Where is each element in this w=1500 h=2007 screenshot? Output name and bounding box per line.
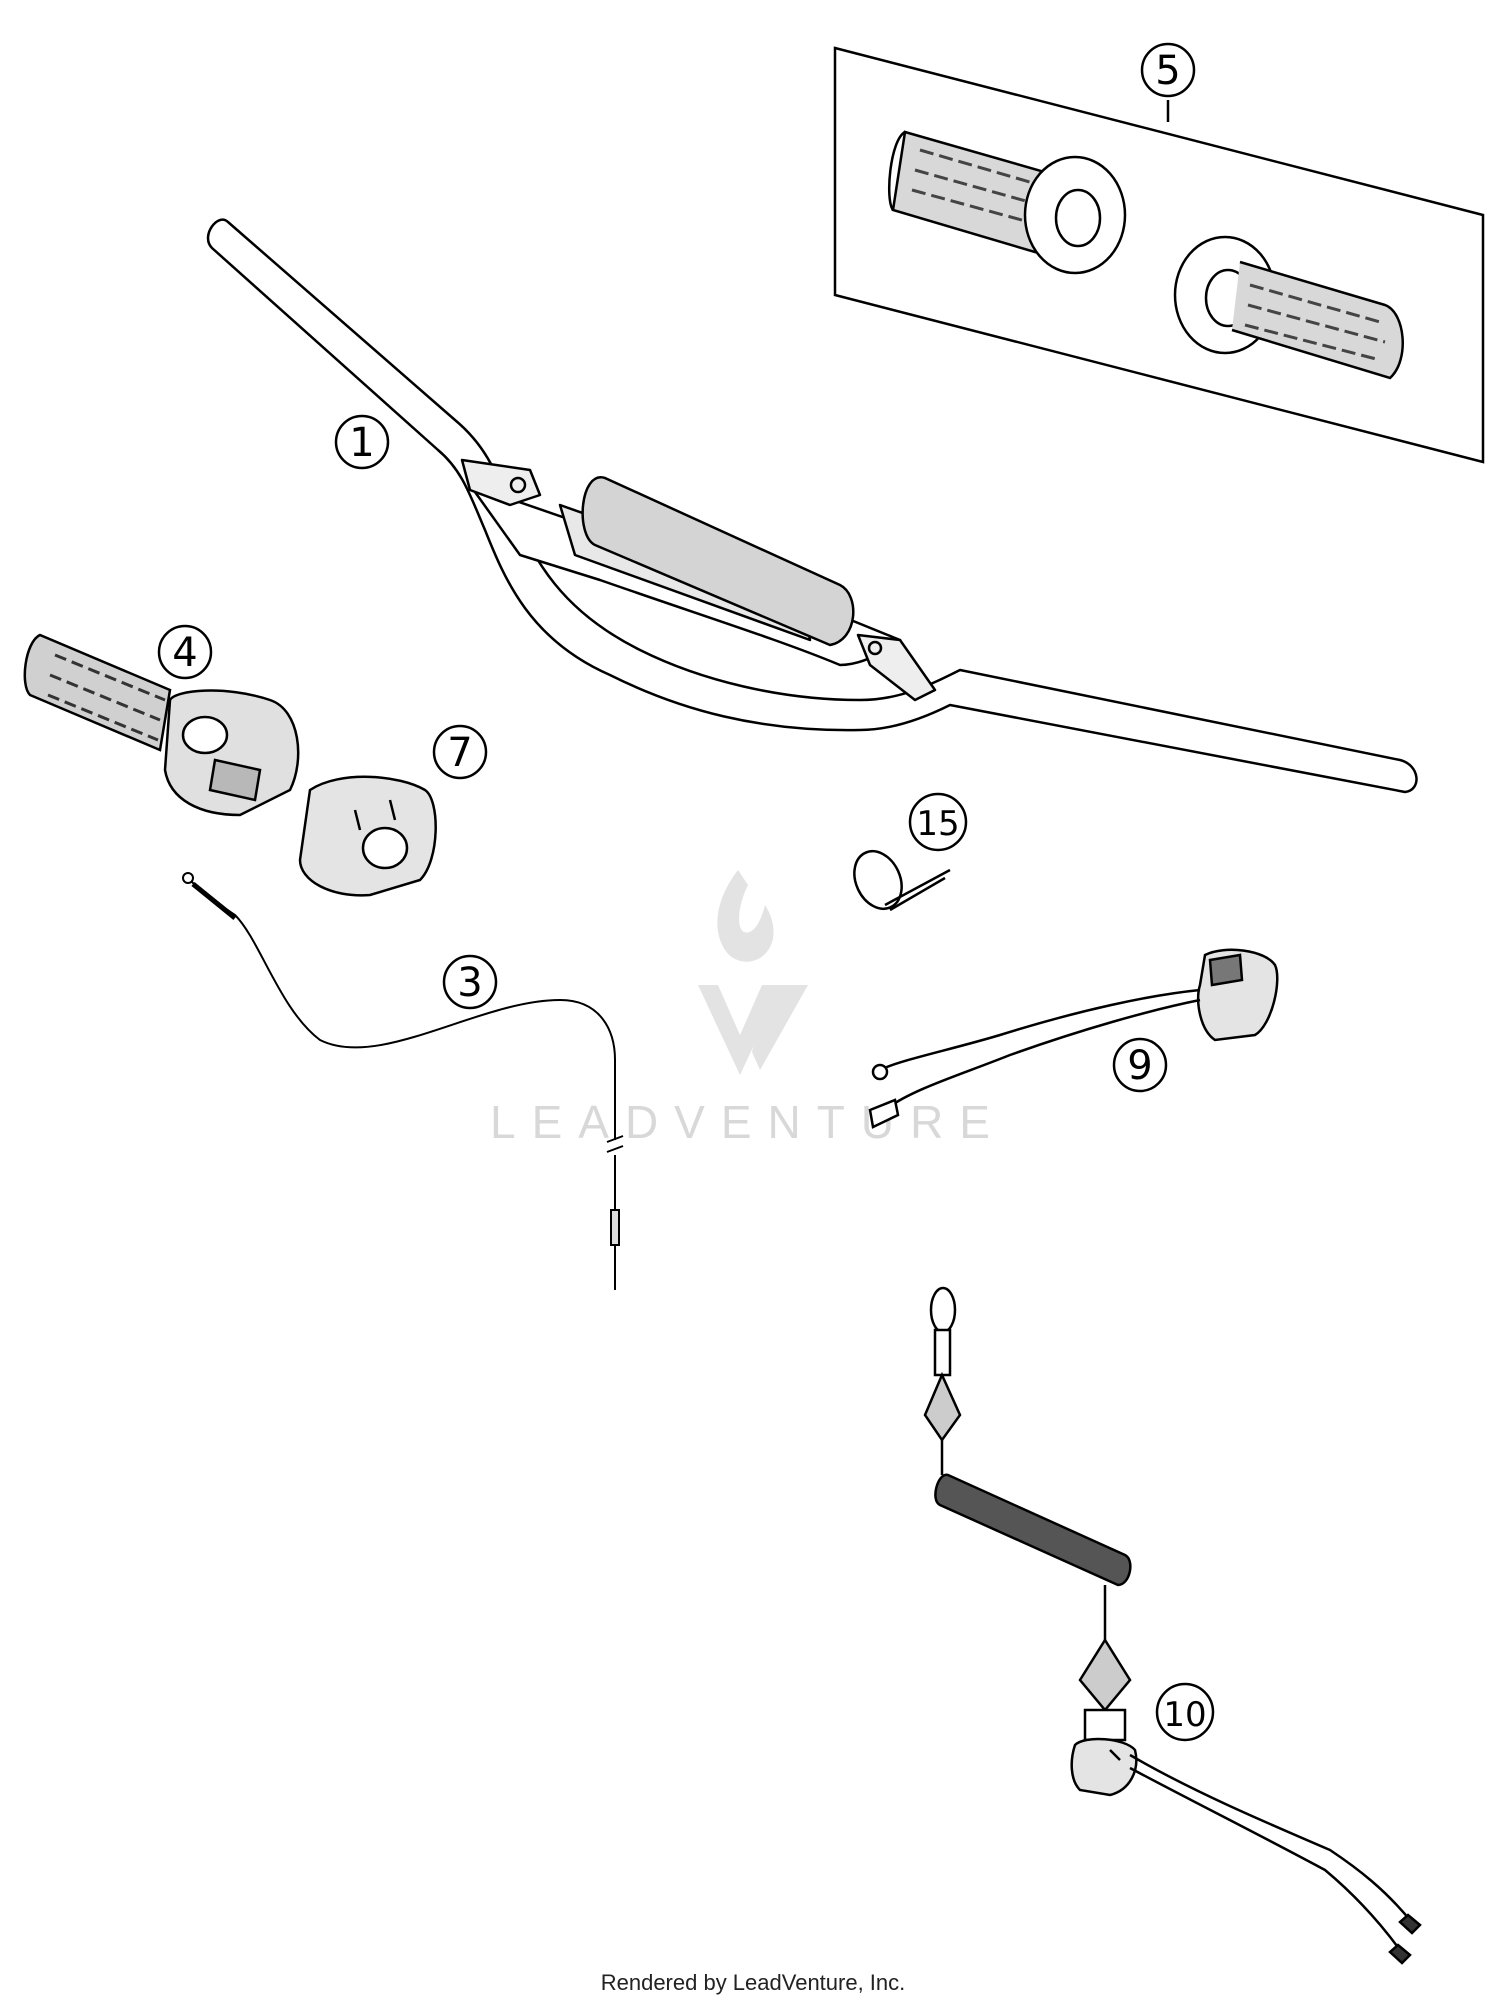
callout-9: 9 <box>1112 1037 1168 1093</box>
throttle-cable <box>182 872 624 1290</box>
flame-logo-icon <box>698 870 808 1075</box>
handlebar <box>206 218 1418 794</box>
crossbar-pad <box>581 476 855 647</box>
kill-switch <box>868 948 1279 1129</box>
callout-7-label: 7 <box>447 730 472 776</box>
watermark: LEADVENTURE <box>490 870 1006 1148</box>
handlebar-tube-outline <box>206 218 1418 794</box>
callout-10: 10 <box>1155 1682 1215 1742</box>
callout-4: 4 <box>157 624 213 680</box>
callout-5: 5 <box>1140 42 1196 98</box>
callout-10-label: 10 <box>1163 1695 1206 1735</box>
footer-credit: Rendered by LeadVenture, Inc. <box>601 1970 906 1995</box>
callout-1-label: 1 <box>349 420 374 466</box>
cable-tie <box>853 850 951 912</box>
throttle-housing <box>298 775 437 897</box>
callout-1: 1 <box>334 414 390 470</box>
callout-3-label: 3 <box>457 960 482 1006</box>
watermark-text: LEADVENTURE <box>490 1096 1006 1148</box>
grip-right <box>1173 235 1404 380</box>
callout-7: 7 <box>432 724 488 780</box>
callout-15-label: 15 <box>916 804 959 844</box>
throttle-assembly <box>23 633 300 817</box>
callout-4-label: 4 <box>172 630 197 676</box>
grip-set <box>833 46 1485 464</box>
grip-set-frame <box>833 46 1485 464</box>
callout-3: 3 <box>442 954 498 1010</box>
callout-9-label: 9 <box>1127 1043 1152 1089</box>
tether-switch <box>923 1286 1422 1965</box>
callout-5-label: 5 <box>1155 48 1180 94</box>
callout-15: 15 <box>908 792 968 852</box>
grip-left <box>887 130 1127 275</box>
